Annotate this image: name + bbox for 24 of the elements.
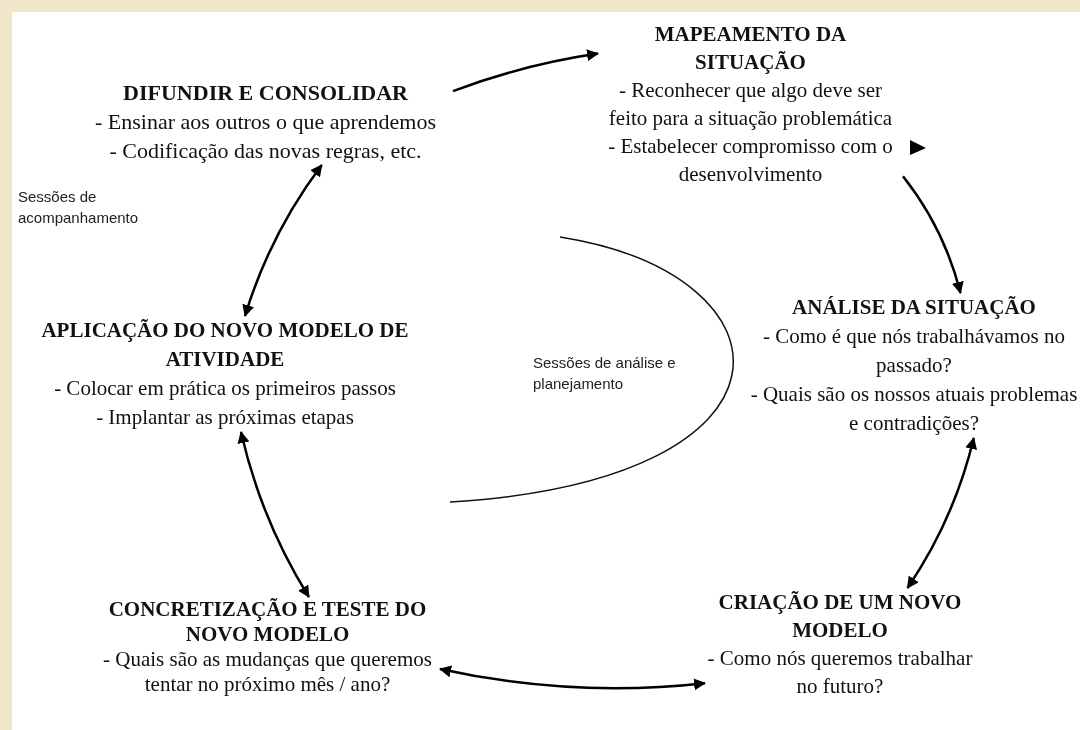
arrow xyxy=(906,437,977,589)
session-note: Sessões de acompanhamento xyxy=(18,187,140,228)
stage-description: - Reconhecer que algo deve ser feito para a situação problemática xyxy=(607,77,894,132)
arrow xyxy=(902,175,964,294)
arrow xyxy=(242,164,323,317)
session-note: Sessões de análise e planejamento xyxy=(533,353,677,394)
stage-heading: DIFUNDIR E CONSOLIDAR xyxy=(123,79,408,107)
stage-heading: APLICAÇÃO DO NOVO MODELO DE ATIVIDADE xyxy=(40,317,410,373)
stage-description: - Quais são as mudanças que queremos tentar no próximo mês / ano? xyxy=(102,647,433,697)
arrow xyxy=(237,431,310,598)
stage-heading: CONCRETIZAÇÃO E TESTE DO NOVO MODELO xyxy=(107,597,428,647)
stage-description: - Como nós queremos trabalhar no futuro? xyxy=(706,645,974,700)
stage-description: - Implantar as próximas etapas xyxy=(96,404,354,431)
stage-description: - Colocar em prática os primeiros passos xyxy=(54,375,396,402)
stage-description: - Codificação das novas regras, etc. xyxy=(109,137,422,165)
stage-heading: ANÁLISE DA SITUAÇÃO xyxy=(792,294,1036,321)
stage-description: - Quais são os nossos atuais problemas e contradições? xyxy=(749,381,1079,437)
stage-description: - Estabelecer compromisso com o desenvolvimento xyxy=(607,133,894,188)
stage-description: - Como é que nós trabalhávamos no passado? xyxy=(761,323,1067,379)
stage-heading: CRIAÇÃO DE UM NOVO MODELO xyxy=(717,589,963,644)
arrow xyxy=(452,49,599,93)
stage-description: - Ensinar aos outros o que aprendemos xyxy=(95,108,436,136)
arrow xyxy=(439,665,706,691)
stage-heading: MAPEAMENTO DA SITUAÇÃO xyxy=(653,21,848,76)
